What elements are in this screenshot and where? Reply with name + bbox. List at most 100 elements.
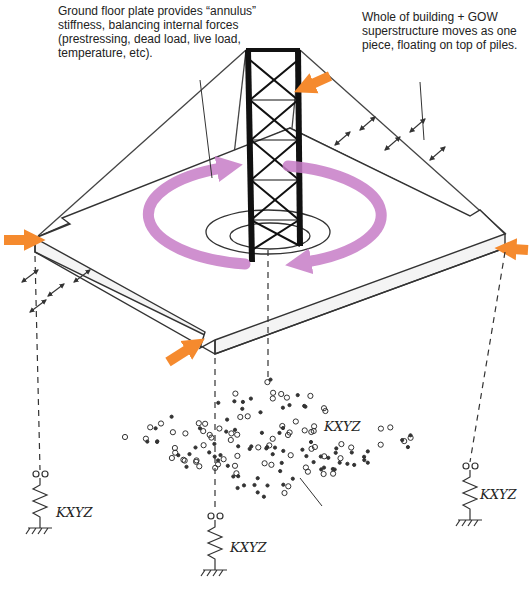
pile-dot xyxy=(237,445,240,448)
annotation-note: Whole of building + GOW superstructure m… xyxy=(362,10,528,52)
pile-dot xyxy=(288,453,293,458)
pile-dot xyxy=(331,467,334,470)
pile-dot xyxy=(158,421,163,426)
stiffness-label: KXYZ xyxy=(54,505,95,520)
pile-dot xyxy=(349,445,354,450)
stiffness-label: KXYZ xyxy=(228,540,269,555)
pile-dot xyxy=(201,443,206,448)
pile-dot xyxy=(339,442,344,447)
pile-dot xyxy=(346,462,349,465)
pile-dot xyxy=(409,434,412,437)
pile-dot xyxy=(170,415,173,418)
pile-dot xyxy=(280,461,283,464)
pile-dot xyxy=(262,461,267,466)
pile-dot xyxy=(143,436,148,441)
stiffness-label: KXYZ xyxy=(478,487,519,502)
pile-dot xyxy=(253,483,256,486)
pile-dot xyxy=(335,447,338,450)
pile-dot xyxy=(256,491,259,494)
pile-dot xyxy=(185,465,188,468)
pile-dot xyxy=(207,432,212,437)
pile-dot xyxy=(169,455,174,460)
pile-dot xyxy=(309,440,312,443)
pile-dot xyxy=(156,440,159,443)
pile-dot xyxy=(402,439,407,444)
pile-dot xyxy=(270,436,275,441)
pile-dot xyxy=(282,449,285,452)
pile-dot xyxy=(273,446,276,449)
pile-dot xyxy=(188,453,191,456)
pile-dot xyxy=(320,468,323,471)
pile-dot xyxy=(308,393,313,398)
pile-dot xyxy=(217,401,220,404)
pile-dot xyxy=(309,429,314,434)
annulus xyxy=(206,210,330,254)
pile-dot xyxy=(236,486,239,489)
pile-dot xyxy=(198,427,201,430)
pile-dot xyxy=(312,424,317,429)
pile-dot xyxy=(234,471,239,476)
pile-dot xyxy=(245,414,250,419)
pile-dot xyxy=(350,451,353,454)
pile-dot xyxy=(170,430,175,435)
pile-dot xyxy=(259,411,262,414)
pile-dot xyxy=(228,437,233,442)
stiffness-label: KXYZ xyxy=(322,419,363,434)
pile-dot xyxy=(287,430,292,435)
pile-dot xyxy=(363,455,366,458)
movement-arrows xyxy=(22,117,445,312)
annulus-force-arrows xyxy=(148,166,381,264)
pile-dot xyxy=(241,400,244,403)
pile-dot xyxy=(233,391,238,396)
pile-dot xyxy=(213,465,218,470)
pile-dot xyxy=(225,430,228,433)
pile-dot xyxy=(406,446,409,449)
pile-dot xyxy=(271,390,276,395)
pile-dot xyxy=(256,477,259,480)
pile-dot xyxy=(321,471,326,476)
pile-field xyxy=(122,378,413,498)
pile-dot xyxy=(401,439,404,442)
pile-dot xyxy=(321,406,326,411)
pile-dot xyxy=(260,431,263,434)
pile-dot xyxy=(281,427,284,430)
pile-dot xyxy=(288,404,291,407)
pile-dot xyxy=(296,394,299,397)
pile-dot xyxy=(262,495,265,498)
pile-dot xyxy=(267,443,272,448)
pile-dot xyxy=(303,465,308,470)
pile-dot xyxy=(282,483,285,486)
pile-dot xyxy=(269,462,274,467)
pile-dot xyxy=(305,455,308,458)
pile-dot xyxy=(226,464,229,467)
pile-dot xyxy=(302,428,307,433)
pile-dot xyxy=(235,432,240,437)
pile-dot xyxy=(229,431,234,436)
pile-dot xyxy=(235,453,240,458)
pile-dot xyxy=(203,421,208,426)
pile-dot xyxy=(284,395,289,400)
pile-dot xyxy=(196,421,201,426)
pile-dot xyxy=(366,450,369,453)
pile-dot xyxy=(334,451,337,454)
pile-dot xyxy=(233,428,236,431)
pile-dot xyxy=(293,419,298,424)
spring-supports xyxy=(26,463,482,576)
pile-dot xyxy=(156,440,159,443)
pile-dot xyxy=(378,426,383,431)
pile-dot xyxy=(122,434,127,439)
pile-dot xyxy=(213,442,216,445)
pile-dot xyxy=(183,431,188,436)
pile-dot xyxy=(221,457,226,462)
load-arrows xyxy=(4,76,528,362)
pile-dot xyxy=(271,453,274,456)
pile-dot xyxy=(388,425,393,430)
pile-dot xyxy=(303,404,306,407)
pile-dot xyxy=(279,391,284,396)
floor-plate xyxy=(35,128,505,354)
pile-dot xyxy=(238,414,243,419)
pile-dot xyxy=(182,458,187,463)
pile-dot xyxy=(242,484,245,487)
pile-dot xyxy=(194,458,199,463)
